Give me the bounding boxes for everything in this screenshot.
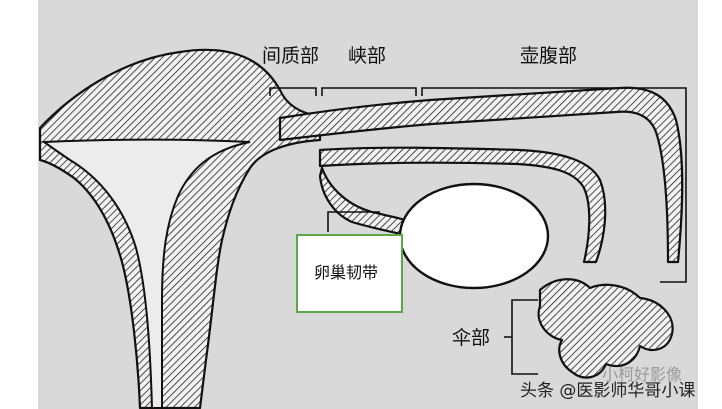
bracket-ampulla [421,87,687,283]
bracket-ligament [327,211,380,232]
watermark-faint: 小柯好影像 [602,365,682,384]
label-interstitial: 间质部 [262,45,319,67]
label-ovarian-ligament: 卵巢韧带 [314,263,378,282]
bracket-interstitial [269,87,317,96]
watermark-main: 头条 @医影师华哥小课 [520,381,695,401]
ligament-label-box [296,234,403,313]
uterine-cavity [40,138,251,409]
fallopian-tube-upper [278,86,684,264]
label-isthmus: 峡部 [348,45,386,67]
fallopian-tube-lower [318,146,607,264]
ovary [398,182,550,290]
fimbriae [537,278,674,379]
label-infundibulum: 伞部 [452,327,490,349]
label-ampulla: 壶腹部 [520,45,577,67]
bracket-isthmus [321,87,417,96]
